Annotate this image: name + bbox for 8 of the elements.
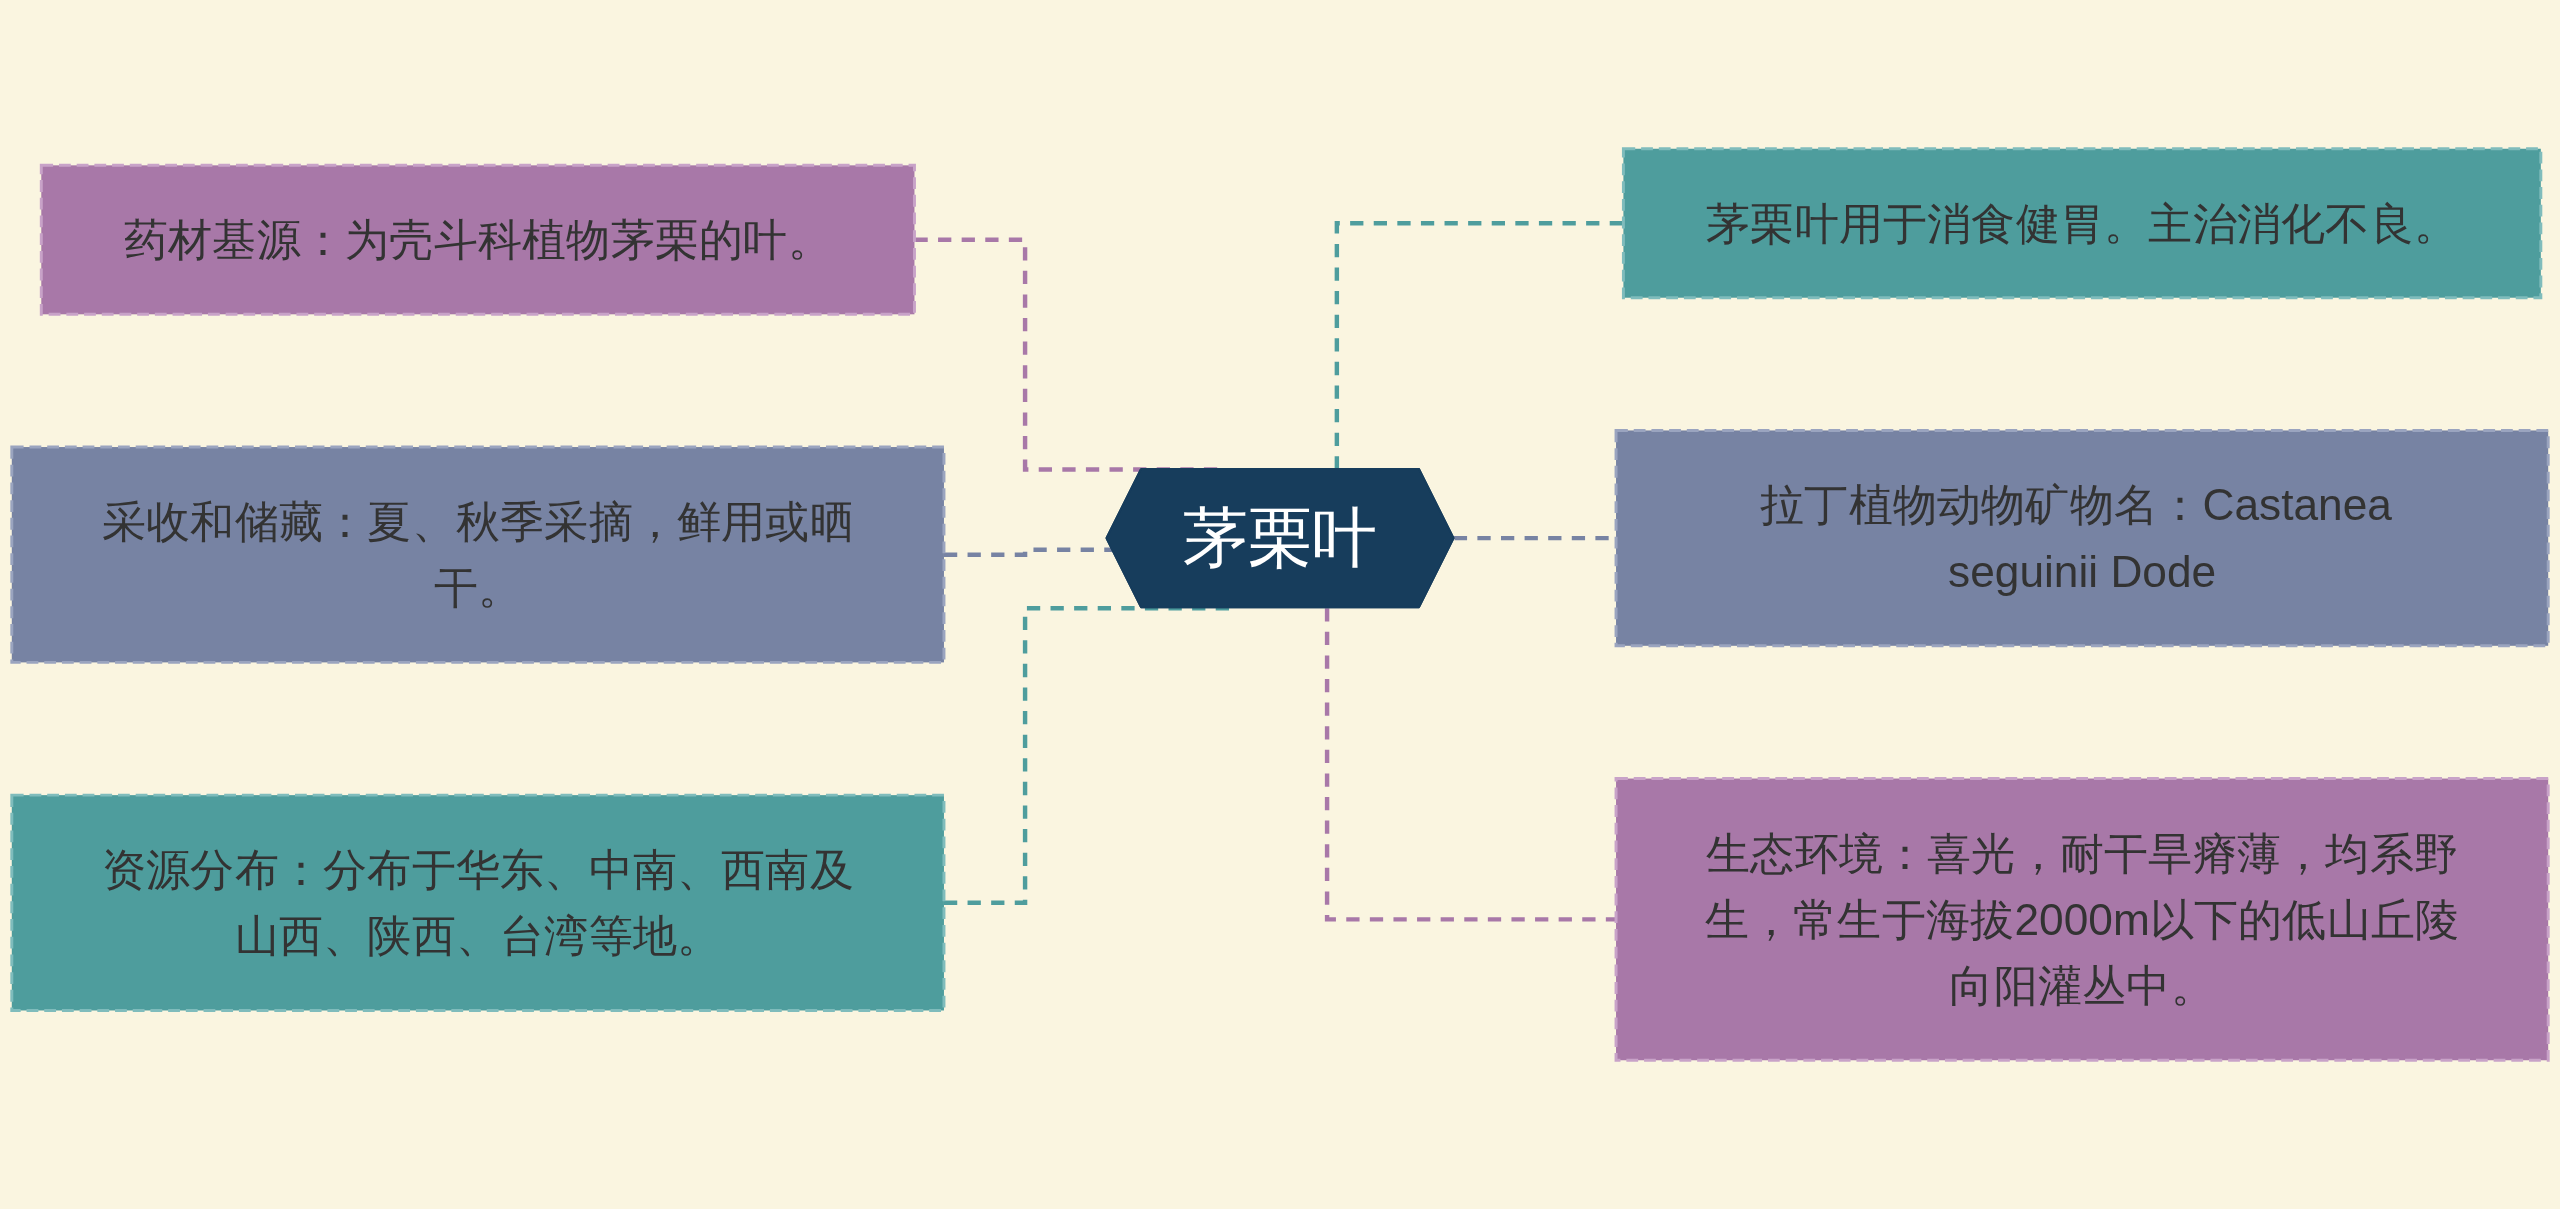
- node-box: 资源分布：分布于华东、中南、西南及山西、陕西、台湾等地。: [10, 793, 946, 1012]
- connector: [1334, 221, 1624, 470]
- connector: [1324, 608, 1617, 922]
- node-box: 药材基源：为壳斗科植物茅栗的叶。: [39, 163, 916, 316]
- node-box: 生态环境：喜光，耐干旱瘠薄，均系野生，常生于海拔2000m以下的低山丘陵向阳灌丛中。: [1614, 777, 2550, 1062]
- node-box: 拉丁植物动物矿物名：Castanea seguinii Dode: [1614, 429, 2550, 648]
- node-box: 茅栗叶用于消食健胃。主治消化不良。: [1621, 147, 2543, 300]
- node-box: 采收和储藏：夏、秋季采摘，鲜用或晒干。: [10, 445, 946, 664]
